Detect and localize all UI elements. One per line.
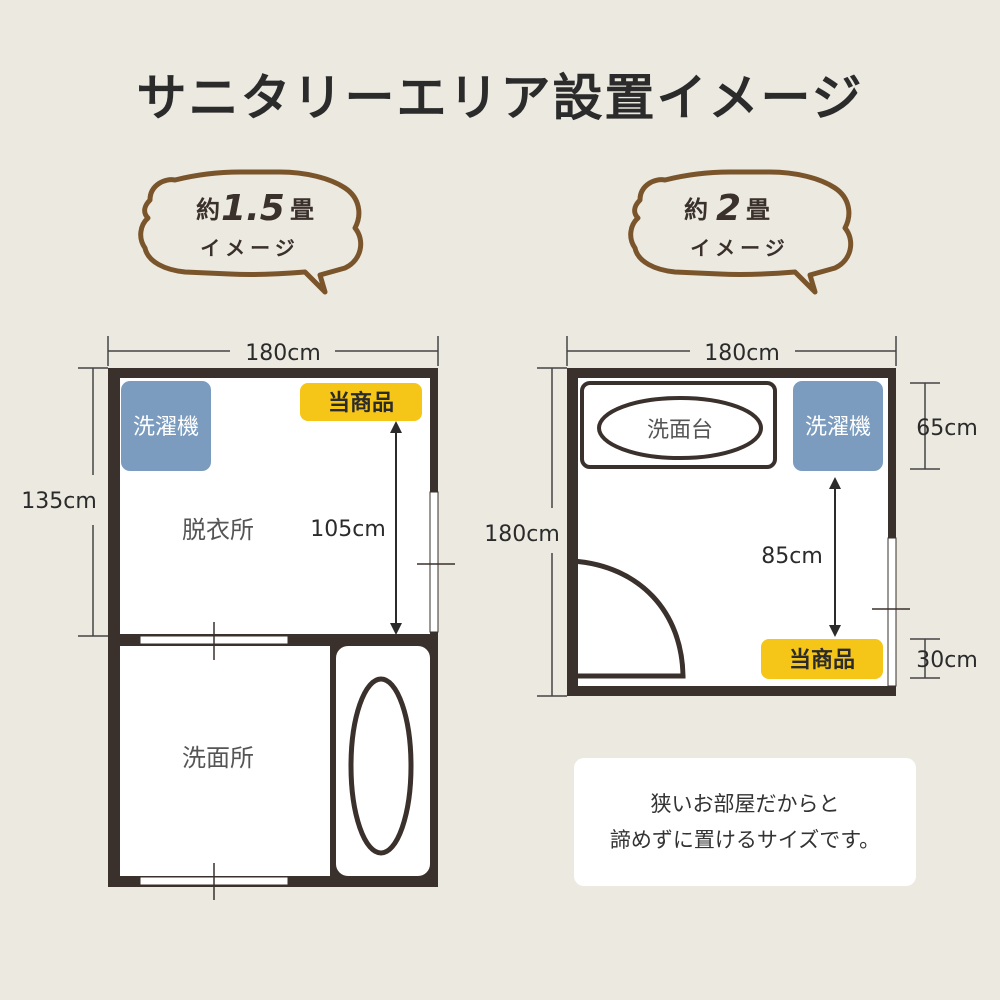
plan-15-room-changing: 脱衣所: [182, 516, 254, 544]
note-line-2: 諦めずに置けるサイズです。: [609, 828, 881, 852]
plan-15-door-right: [429, 491, 439, 633]
note-box: 狭いお部屋だからと 諦めずに置けるサイズです。: [574, 758, 916, 886]
plan-15-washer-label: 洗濯機: [133, 415, 199, 440]
plan-2-dim-top-label: 65cm: [916, 416, 978, 441]
plan-15-wash-room: [120, 646, 330, 876]
plan-2-height-dimension: [537, 367, 567, 697]
plan-15-product: [300, 383, 422, 421]
bubble-2-unit: 畳: [746, 196, 770, 224]
bubble-15-sub: イメージ: [200, 236, 300, 260]
page-title: サニタリーエリア設置イメージ: [136, 69, 864, 127]
bubble-15-unit: 畳: [290, 196, 314, 224]
plan-15-distance-label: 105cm: [310, 517, 386, 542]
plan-15-height-dimension: [78, 367, 108, 637]
plan-2-dim-bottom-label: 30cm: [916, 648, 978, 673]
plan-2-width-label: 180cm: [704, 341, 780, 366]
plan-2-sink-label: 洗面台: [647, 418, 713, 443]
bubble-15: 約 1.5 畳 イメージ: [138, 169, 364, 295]
bubble-2-size: 2: [716, 188, 741, 229]
plan-15-width-dimension: [107, 336, 439, 366]
plan-2-dim-bottom: [910, 638, 940, 679]
plan-2-height-label: 180cm: [484, 522, 560, 547]
plan-15-bathtub: [348, 676, 414, 856]
plan-15: 180cm 135cm 洗濯機 当商品: [21, 336, 455, 900]
plan-15-height-label: 135cm: [21, 489, 97, 514]
plan-2-door-right: [887, 537, 897, 687]
plan-15-width-label: 180cm: [245, 341, 321, 366]
plan-15-washer: [121, 381, 211, 471]
note-line-1: 狭いお部屋だからと: [650, 792, 840, 816]
bubble-2: 約 2 畳 イメージ: [628, 169, 854, 295]
plan-2-product: [761, 639, 883, 679]
plan-2-product-label: 当商品: [789, 647, 855, 673]
bubble-2-prefix: 約: [684, 196, 708, 224]
plan-2-sink-basin: [597, 396, 763, 460]
plan-2-dim-top: [910, 382, 940, 470]
plan-2-washer: [793, 381, 883, 471]
bubble-2-sub: イメージ: [690, 236, 790, 260]
plan-2-shower-door: [572, 558, 686, 679]
plan-2-width-dimension: [566, 336, 897, 366]
plan-15-room-wash: 洗面所: [182, 744, 254, 772]
plan-2: 180cm 180cm 洗面台 洗濯機 当商品 85cm: [484, 336, 978, 697]
plan-2-distance-label: 85cm: [761, 544, 823, 569]
bubble-15-prefix: 約: [196, 196, 220, 224]
plan-2-washer-label: 洗濯機: [805, 415, 871, 440]
plan-15-product-label: 当商品: [328, 390, 394, 416]
bubble-15-size: 1.5: [221, 188, 285, 229]
